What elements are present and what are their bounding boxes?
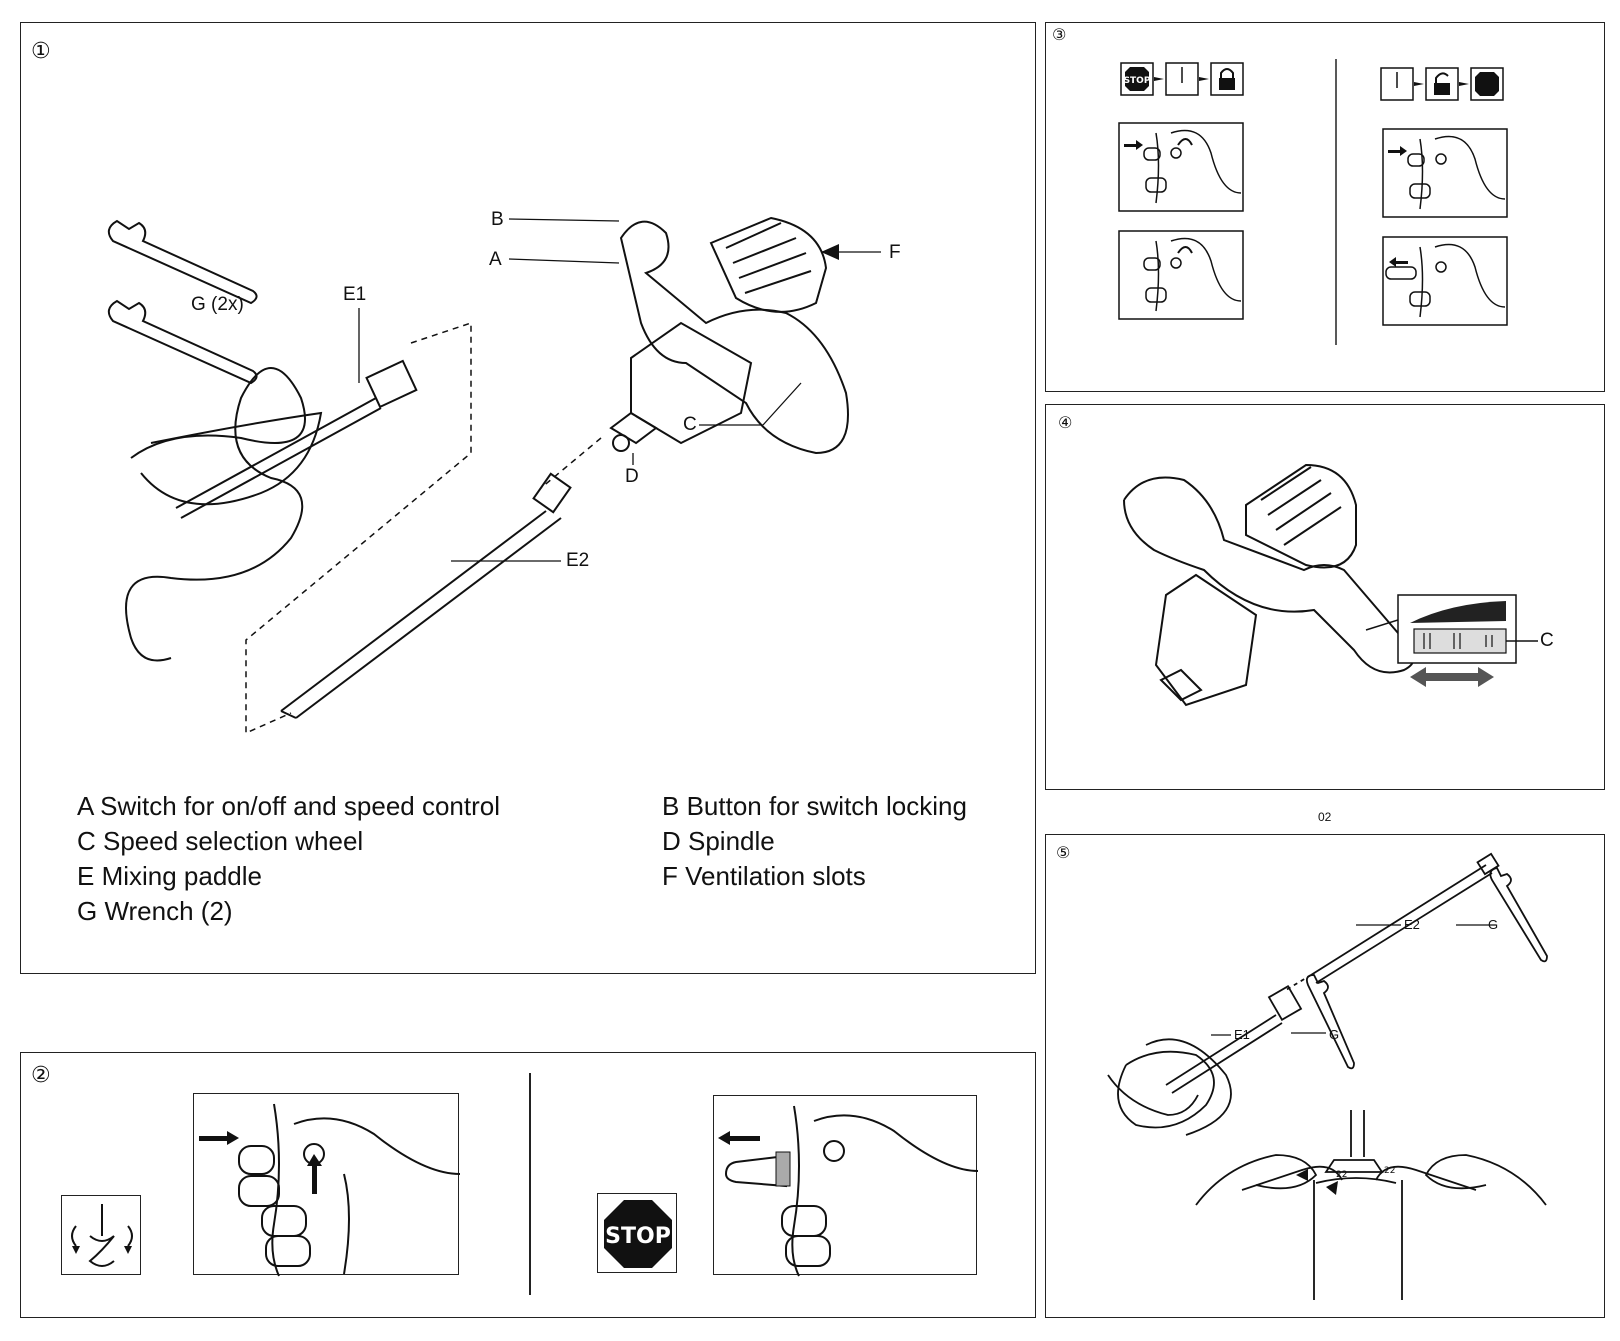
extension-rod-e2: [280, 472, 572, 719]
paddle-assembly-illustration: 22 22: [1107, 852, 1548, 1300]
wrench-icon: [107, 219, 258, 385]
legend-item: F Ventilation slots: [662, 861, 866, 891]
legend-left: A Switch for on/off and speed control C …: [77, 789, 500, 929]
legend-item: G Wrench (2): [77, 896, 233, 926]
hand-press-switch-frame: [193, 1093, 461, 1277]
label-e2: E2: [1404, 917, 1420, 932]
legend-right: B Button for switch locking D Spindle F …: [662, 789, 967, 894]
panel-5-paddle-assembly: ⑤: [1045, 834, 1605, 1318]
panel-number: ①: [31, 39, 51, 64]
label-e1: E1: [343, 284, 367, 305]
panel-number: ④: [1058, 413, 1073, 432]
mixer-body: [609, 216, 849, 455]
divider: [529, 1073, 531, 1295]
label-c: C: [683, 414, 697, 435]
wrench-size-text: 22: [1384, 1166, 1395, 1176]
label-e2: E2: [566, 550, 590, 571]
label-c: C: [1540, 630, 1554, 651]
label-g-top: G: [1488, 917, 1499, 932]
label-b: B: [491, 209, 504, 230]
label-g-mid: G: [1329, 1027, 1340, 1042]
mixer-speed-wheel-illustration: [1123, 463, 1538, 707]
rotation-icon: [61, 1195, 141, 1275]
stop-text: STOP: [605, 1224, 671, 1249]
panel-2-switch-operation: ② STOP: [20, 1052, 1036, 1318]
stop-text: STOP: [1124, 76, 1151, 86]
panel-number: ②: [31, 1063, 51, 1088]
stop-icon: STOP: [597, 1193, 677, 1273]
label-f: F: [889, 242, 901, 263]
legend-item: B Button for switch locking: [662, 791, 967, 821]
panel-3-switch-locking: ③ STOP: [1045, 22, 1605, 392]
legend-item: A Switch for on/off and speed control: [77, 791, 501, 821]
label-g: G (2x): [191, 294, 244, 315]
panel-number: ③: [1052, 25, 1067, 44]
page-number: 02: [1318, 810, 1332, 824]
mixing-paddle-e1: [125, 359, 418, 662]
locking-sequence-icons: STOP: [1118, 59, 1508, 345]
label-e1: E1: [1234, 1027, 1250, 1042]
legend-item: D Spindle: [662, 826, 775, 856]
wrench-size-text: 22: [1336, 1170, 1347, 1180]
label-a: A: [489, 249, 502, 270]
label-d: D: [625, 466, 639, 487]
hand-release-switch-frame: [713, 1095, 979, 1277]
panel-number: ⑤: [1056, 843, 1071, 862]
legend-item: E Mixing paddle: [77, 861, 262, 891]
panel-4-speed-selection: ④ C: [1045, 404, 1605, 790]
mixer-exploded-illustration: [107, 216, 881, 735]
panel-1-overview: ①: [20, 22, 1036, 974]
legend-item: C Speed selection wheel: [77, 826, 364, 856]
